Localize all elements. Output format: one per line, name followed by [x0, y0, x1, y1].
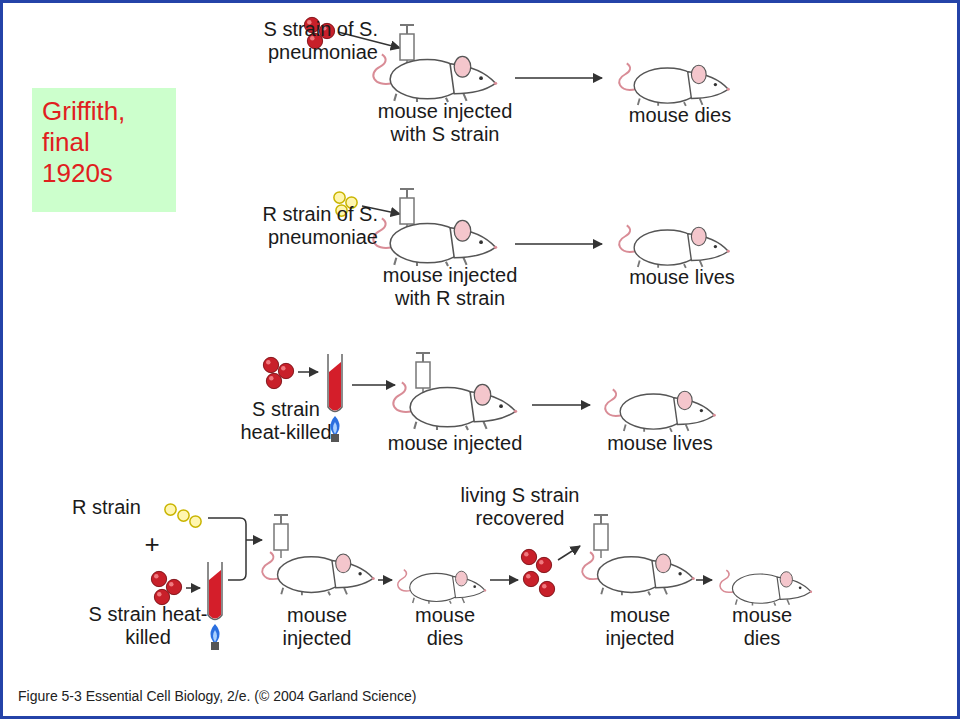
outcome-label: mouse dies	[405, 604, 485, 650]
strain-label: R strain	[72, 496, 164, 519]
title-box: Griffith, final 1920s	[32, 88, 176, 212]
outcome-label: mouse lives	[580, 432, 740, 455]
outcome-label: mouse dies	[722, 604, 802, 650]
step-label: mouse injected	[272, 604, 362, 650]
step-label: mouse injected with S strain	[360, 100, 530, 146]
step-label: living S strain recovered	[440, 484, 600, 530]
figure-caption: Figure 5-3 Essential Cell Biology, 2/e. …	[18, 688, 416, 704]
strain-label: S strain heat-killed	[230, 398, 342, 444]
step-label: mouse injected with R strain	[365, 264, 535, 310]
strain-label: S strain heat-killed	[88, 603, 208, 649]
box-text: Griffith, final 1920s	[42, 96, 166, 190]
step-label: mouse injected	[375, 432, 535, 455]
strain-label: R strain of S. pneumoniae	[206, 203, 378, 249]
step-label: mouse injected	[595, 604, 685, 650]
strain-label: S strain of S. pneumoniae	[206, 18, 378, 64]
outcome-label: mouse lives	[600, 266, 764, 289]
plus-sign: +	[140, 530, 164, 560]
outcome-label: mouse dies	[600, 104, 760, 127]
